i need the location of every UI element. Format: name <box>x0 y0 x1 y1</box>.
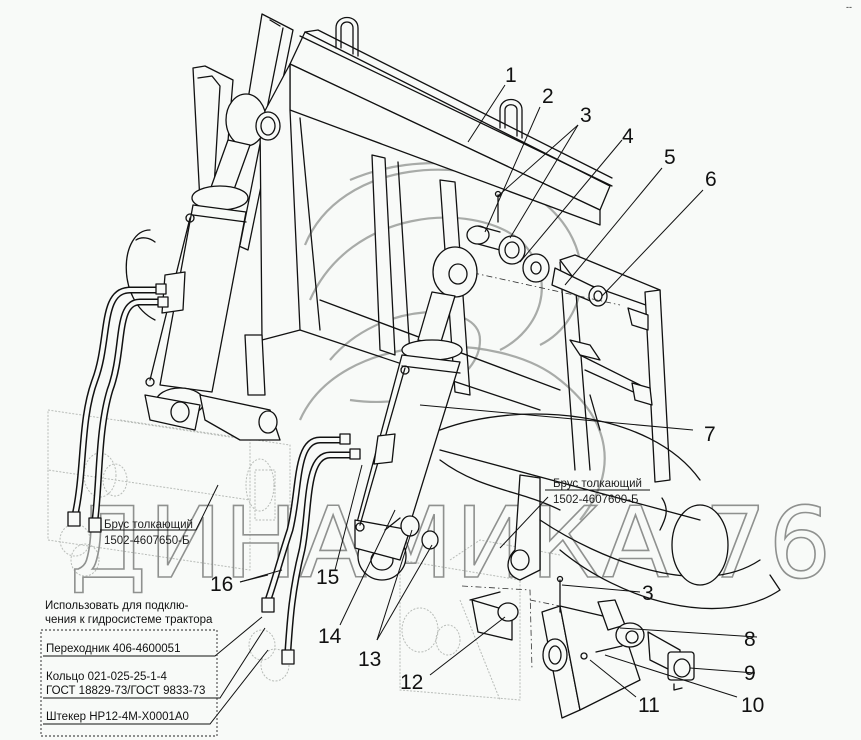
left-bar-name: Брус толкающий <box>104 519 193 531</box>
right-bar-code: 1502-4607600-Б <box>553 494 639 506</box>
callout-5: 5 <box>664 146 676 169</box>
note-heading-1: Использовать для подклю- <box>45 600 189 612</box>
callout-16: 16 <box>210 573 233 596</box>
leader-lines <box>43 84 758 725</box>
part-label-right-bar: Брус толкающий 1502-4607600-Б <box>553 478 642 506</box>
callout-3-lower: 3 <box>642 582 654 605</box>
note-item-ring-standard: ГОСТ 18829-73/ГОСТ 9833-73 <box>46 685 205 697</box>
callout-11: 11 <box>638 694 660 717</box>
hydraulic-hoses <box>67 283 361 665</box>
left-bar-code: 1502-4607650-Б <box>104 535 190 547</box>
part-label-left-bar: Брус толкающий 1502-4607650-Б <box>104 519 193 547</box>
main-top-beam <box>259 16 613 341</box>
corner-mark: -- <box>846 2 852 12</box>
callout-3: 3 <box>580 104 592 127</box>
right-bar-name: Брус толкающий <box>553 478 642 490</box>
callout-13: 13 <box>358 648 381 671</box>
pusher-bar-right <box>439 413 781 610</box>
callout-14: 14 <box>318 625 342 648</box>
callout-1: 1 <box>505 64 517 87</box>
pin-assembly-upper <box>459 190 621 307</box>
hydraulic-cylinder-center <box>354 246 478 581</box>
note-item-adapter: Переходник 406-4600051 <box>46 643 180 655</box>
callout-12: 12 <box>400 671 423 694</box>
note-item-plug: Штекер НР12-4М-Х0001А0 <box>46 711 189 723</box>
note-box <box>40 629 218 737</box>
bushing-part-12 <box>461 585 533 671</box>
callout-8: 8 <box>744 628 756 651</box>
callout-2: 2 <box>542 85 554 108</box>
callout-15: 15 <box>316 566 339 589</box>
note-item-ring: Кольцо 021-025-25-1-4 <box>46 671 167 683</box>
connection-note: Использовать для подклю- чения к гидроси… <box>40 600 218 737</box>
note-heading-2: чения к гидросистеме трактора <box>45 614 213 626</box>
bracket-left <box>199 334 281 441</box>
callout-7: 7 <box>704 423 716 446</box>
mount-bracket-assembly <box>529 575 695 719</box>
callout-10: 10 <box>741 694 764 717</box>
callout-4: 4 <box>622 125 634 148</box>
ghost-tractor-parts <box>47 409 561 701</box>
callout-9: 9 <box>744 662 756 685</box>
callout-numbers: 1 2 3 4 5 6 7 3 8 9 10 11 12 13 14 15 16 <box>210 64 764 717</box>
callout-6: 6 <box>705 168 717 191</box>
